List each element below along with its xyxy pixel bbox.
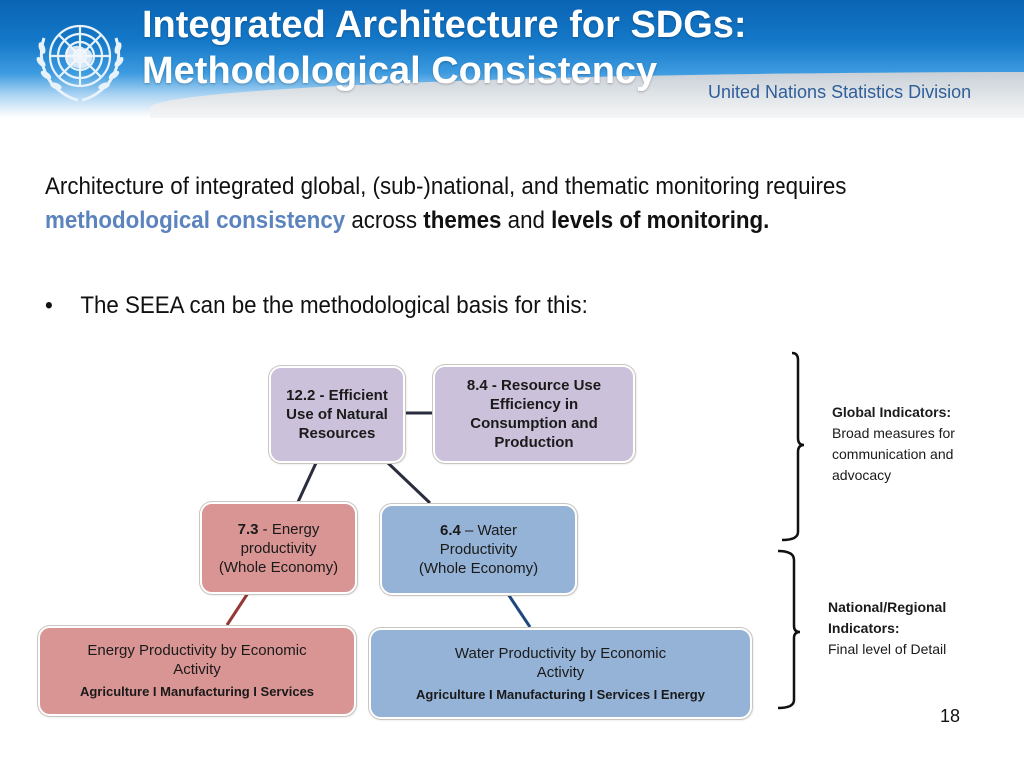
national-indicators-title-2: Indicators:	[828, 620, 900, 636]
title-line-1: Integrated Architecture for SDGs:	[142, 4, 747, 46]
node-6-4-label: – Water	[460, 522, 517, 539]
node-energy-productivity-by-activity: Energy Productivity by Economic Activity…	[38, 626, 356, 716]
slide-header: Integrated Architecture for SDGs: Method…	[0, 0, 1024, 118]
node-6-4-code: 6.4	[440, 522, 461, 539]
node-7-3-energy-productivity: 7.3 - Energy productivity (Whole Economy…	[200, 502, 357, 594]
global-indicators-line3: advocacy	[832, 467, 892, 483]
intro-bold-levels: levels of monitoring.	[551, 207, 770, 234]
node-12-2-line1: 12.2 - Efficient	[286, 387, 388, 404]
global-indicators-line2: communication and	[832, 446, 954, 462]
intro-paragraph: Architecture of integrated global, (sub-…	[45, 170, 863, 238]
water-detail-line2: Activity	[536, 663, 585, 681]
connector-6-4-to-water-detail	[506, 593, 532, 628]
node-6-4-line2: Productivity	[439, 541, 518, 558]
intro-text-1: Architecture of integrated global, (sub-…	[45, 173, 847, 200]
national-bracket-icon	[777, 549, 801, 710]
national-indicators-line1: Final level of Detail	[828, 641, 947, 657]
energy-detail-line1: Energy Productivity by Economic	[87, 642, 307, 659]
connector-12-2-to-7-3	[296, 462, 318, 503]
node-7-3-code: 7.3	[237, 520, 259, 538]
node-8-4-line3: Consumption and	[470, 415, 598, 432]
node-water-productivity-by-activity: Water Productivity by Economic Activity …	[369, 628, 752, 719]
node-12-2-line2: Use of Natural	[286, 406, 388, 423]
node-8-4-resource-use: 8.4 - Resource Use Efficiency in Consump…	[433, 365, 635, 463]
slide-title: Integrated Architecture for SDGs: Method…	[142, 2, 747, 94]
node-7-3-line2: productivity	[240, 539, 317, 557]
energy-detail-sectors: Agriculture I Manufacturing I Services	[79, 684, 315, 699]
bullet-item: • The SEEA can be the methodological basi…	[45, 289, 588, 323]
intro-text-3: and	[501, 207, 552, 234]
node-7-3-line1: 7.3 - Energy	[238, 520, 320, 539]
node-8-4-line4: Production	[494, 434, 574, 451]
node-8-4-line2: Efficiency in	[489, 396, 579, 413]
node-7-3-label: - Energy	[258, 520, 320, 538]
un-emblem-icon	[36, 24, 124, 102]
global-indicators-line1: Broad measures for	[832, 425, 955, 441]
national-indicators-title-1: National/Regional	[828, 599, 947, 615]
node-12-2-line3: Resources	[298, 425, 376, 442]
global-bracket-icon	[781, 351, 805, 542]
node-7-3-line3: (Whole Economy)	[218, 558, 339, 576]
title-line-2: Methodological Consistency	[142, 50, 658, 92]
intro-bold-themes: themes	[423, 207, 502, 234]
energy-detail-line2: Activity	[173, 661, 221, 678]
node-12-2-efficient-use: 12.2 - Efficient Use of Natural Resource…	[269, 366, 405, 463]
national-indicators-label: National/Regional Indicators: Final leve…	[828, 597, 946, 660]
node-6-4-water-productivity: 6.4 – Water Productivity (Whole Economy)	[380, 504, 577, 595]
bullet-marker: •	[45, 292, 53, 319]
global-indicators-label: Global Indicators: Broad measures for co…	[832, 402, 955, 486]
bullet-text: The SEEA can be the methodological basis…	[80, 292, 588, 319]
connector-12-2-to-6-4	[386, 461, 432, 505]
intro-text-2: across	[345, 207, 424, 234]
water-detail-line1: Water Productivity by Economic	[454, 644, 667, 662]
intro-highlight: methodological consistency	[45, 207, 346, 234]
water-detail-sectors: Agriculture I Manufacturing I Services I…	[416, 686, 705, 702]
node-6-4-line1: 6.4 – Water	[440, 521, 517, 540]
global-indicators-title: Global Indicators:	[832, 404, 952, 420]
node-6-4-line3: (Whole Economy)	[418, 560, 539, 577]
connector-7-3-to-energy-detail	[225, 592, 250, 626]
page-number: 18	[940, 706, 961, 726]
node-8-4-line1: 8.4 - Resource Use	[466, 377, 602, 394]
organization-name: United Nations Statistics Division	[708, 82, 972, 102]
